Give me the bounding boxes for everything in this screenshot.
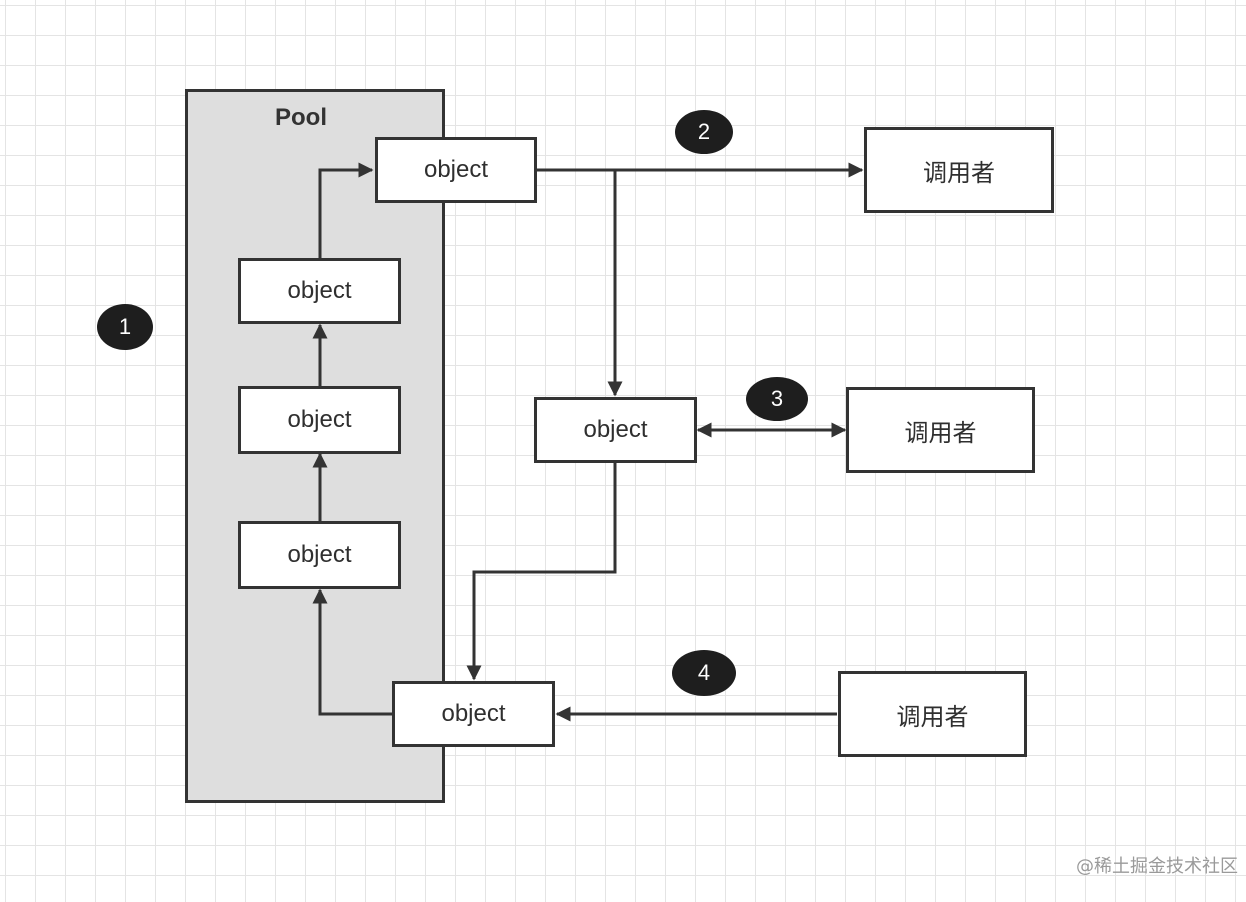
caller-box-3: 调用者: [846, 387, 1035, 473]
pool-object-2: object: [238, 386, 401, 454]
watermark: @稀土掘金技术社区: [1076, 856, 1238, 877]
pool-title: Pool: [275, 104, 327, 131]
arrow-middle-to-returned: [466, 463, 617, 681]
returned-object: object: [392, 681, 555, 747]
pool-object-1: object: [238, 258, 401, 324]
arrow-return-to-pool: [312, 588, 393, 716]
middle-object: object: [534, 397, 697, 463]
step-badge-1: 1: [97, 304, 153, 350]
step-badge-4: 4: [672, 650, 736, 696]
arrow-pool-1-to-top: [318, 162, 374, 258]
pool-object-top: object: [375, 137, 537, 203]
pool-object-3: object: [238, 521, 401, 589]
caller-box-4: 调用者: [838, 671, 1027, 757]
caller-box-2: 调用者: [864, 127, 1054, 213]
step-badge-3: 3: [746, 377, 808, 421]
step-badge-2: 2: [675, 110, 733, 154]
